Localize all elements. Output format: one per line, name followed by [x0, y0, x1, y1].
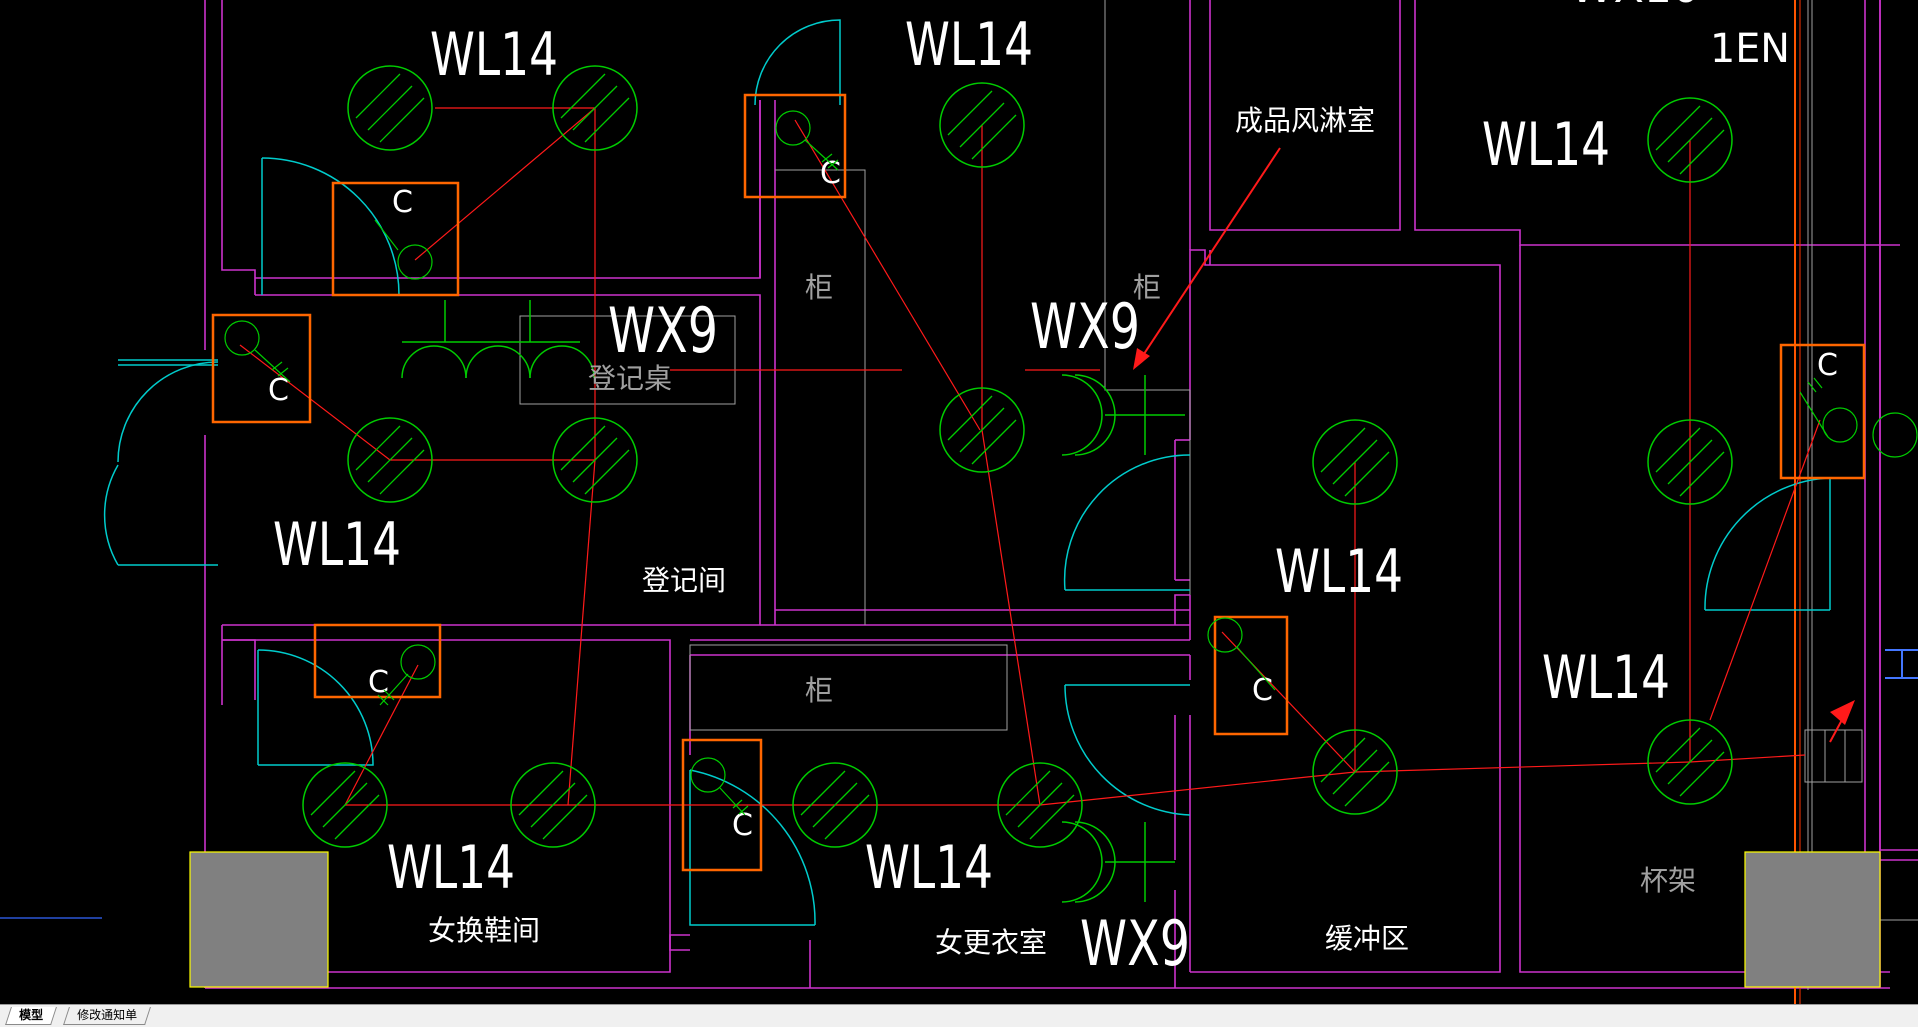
light-fixture — [1647, 419, 1733, 505]
switch-boxes: C C C C C C C — [211, 93, 1866, 872]
room-names: 登记桌 登记间 柜 柜 柜 成品风淋室 女换鞋间 女更衣室 缓冲区 杯架 — [428, 104, 1696, 959]
structural-columns — [189, 851, 1881, 988]
switch-box — [331, 181, 460, 297]
labels-layer: WL14 WL14 WL14 WL14 WL14 WL14 WL14 WL14 … — [273, 0, 1790, 980]
light-fixture — [552, 65, 638, 151]
light-fixture — [939, 82, 1025, 168]
wl14-label: WL14 — [865, 833, 993, 903]
layout-tab-bar: 模型 修改通知单 — [0, 1004, 1918, 1027]
annotation-arrows — [1133, 147, 1855, 743]
room-cabinet: 柜 — [1133, 271, 1161, 304]
light-fixture — [939, 387, 1025, 473]
light-fixture — [347, 417, 433, 503]
switch-label: C — [1252, 673, 1273, 708]
room-shower: 成品风淋室 — [1235, 104, 1375, 137]
room-buffer: 缓冲区 — [1325, 922, 1409, 955]
switch-label: C — [820, 156, 841, 191]
light-fixture — [1312, 729, 1398, 815]
code-label: 1EN — [1710, 26, 1790, 72]
ibeam-icon — [1885, 649, 1918, 679]
room-register: 登记间 — [642, 564, 726, 597]
switch-label: C — [368, 665, 389, 700]
drawing-background — [0, 0, 1918, 1004]
room-women-locker: 女更衣室 — [935, 926, 1047, 959]
switch-label: C — [392, 185, 413, 220]
room-cup-rack: 杯架 — [1640, 864, 1696, 897]
switch-symbols — [224, 110, 1918, 816]
wl14-label: WL14 — [905, 10, 1033, 80]
light-fixture — [1312, 419, 1398, 505]
light-fixture — [347, 65, 433, 151]
light-fixture — [1647, 97, 1733, 183]
light-fixture — [510, 762, 596, 848]
switch-box — [313, 623, 442, 699]
switch-box — [681, 738, 763, 872]
tab-revision-notice[interactable]: 修改通知单 — [63, 1007, 151, 1025]
switch-box — [1213, 615, 1289, 736]
switch-label: C — [1817, 348, 1838, 383]
light-fixture — [302, 762, 388, 848]
wl14-label: WL14 — [273, 510, 401, 580]
room-cabinet: 柜 — [805, 271, 833, 304]
light-fixtures — [302, 65, 1733, 848]
light-fixture — [997, 762, 1083, 848]
room-cabinet: 柜 — [805, 674, 833, 707]
tab-model[interactable]: 模型 — [5, 1007, 57, 1025]
equipment-symbols — [401, 300, 1185, 903]
light-fixture — [792, 762, 878, 848]
wl14-label: WL14 — [430, 20, 558, 90]
cad-drawing[interactable]: C C C C C C C — [0, 0, 1918, 1004]
room-register-desk: 登记桌 — [588, 362, 672, 395]
switch-box — [211, 313, 312, 424]
wl14-label: WL14 — [387, 833, 515, 903]
wx9-label: WX9 — [1080, 907, 1190, 980]
wx9-label: WX9 — [608, 294, 718, 367]
doors — [103, 19, 1831, 926]
switch-box — [1779, 343, 1866, 480]
switch-label: C — [732, 808, 753, 843]
wl14-label: WL14 — [1482, 110, 1610, 180]
room-women-shoe: 女换鞋间 — [428, 914, 540, 947]
wl14-label: WL14 — [1542, 643, 1670, 713]
wiring — [239, 107, 1821, 806]
switch-box — [743, 93, 847, 199]
switch-label: C — [268, 373, 289, 408]
wx9-label: WX9 — [1030, 290, 1140, 363]
wl14-label: WL14 — [1275, 537, 1403, 607]
walls — [204, 0, 1918, 989]
wx-partial-label: WX10 — [1570, 0, 1700, 13]
light-fixture — [1647, 719, 1733, 805]
light-fixture — [552, 417, 638, 503]
